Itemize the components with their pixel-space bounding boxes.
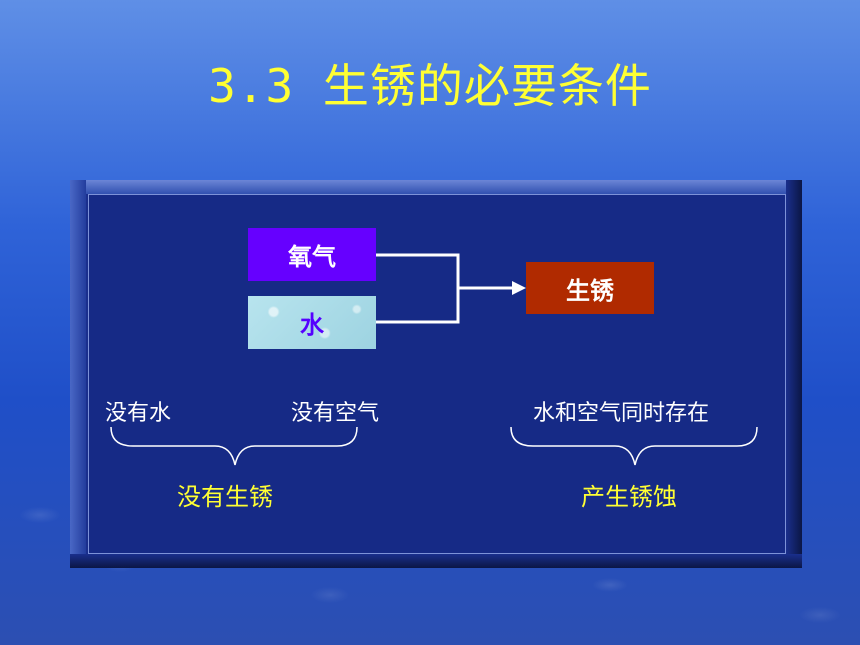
water-label: 水 <box>300 311 324 339</box>
water-box: 水 <box>248 296 376 349</box>
panel-bevel-left <box>70 180 86 568</box>
panel-bevel-top <box>70 180 802 194</box>
oxygen-box: 氧气 <box>248 228 376 281</box>
slide-title: 3.3 生锈的必要条件 <box>208 59 652 113</box>
both-present-label: 水和空气同时存在 <box>533 401 710 426</box>
oxygen-label: 氧气 <box>288 243 336 271</box>
rust-label: 生锈 <box>566 276 614 305</box>
rust-box: 生锈 <box>526 262 654 314</box>
no-rust-result: 没有生锈 <box>177 483 273 511</box>
content-panel: 氧气 水 生锈 没有水 没有空气 水和空气同时存在 没有生锈 产生锈蚀 <box>70 180 802 568</box>
no-air-label: 没有空气 <box>291 401 380 426</box>
connector-lines <box>110 253 758 466</box>
right-brace <box>510 426 758 466</box>
arrow-head <box>512 281 526 295</box>
rust-occurs-result: 产生锈蚀 <box>581 483 677 511</box>
panel-bevel-right <box>786 180 802 568</box>
bracket-line <box>376 253 460 324</box>
no-water-label: 没有水 <box>105 401 172 426</box>
left-brace <box>110 426 358 466</box>
panel-bevel-bottom <box>70 554 802 568</box>
panel-inner: 氧气 水 生锈 没有水 没有空气 水和空气同时存在 没有生锈 产生锈蚀 <box>88 194 786 554</box>
